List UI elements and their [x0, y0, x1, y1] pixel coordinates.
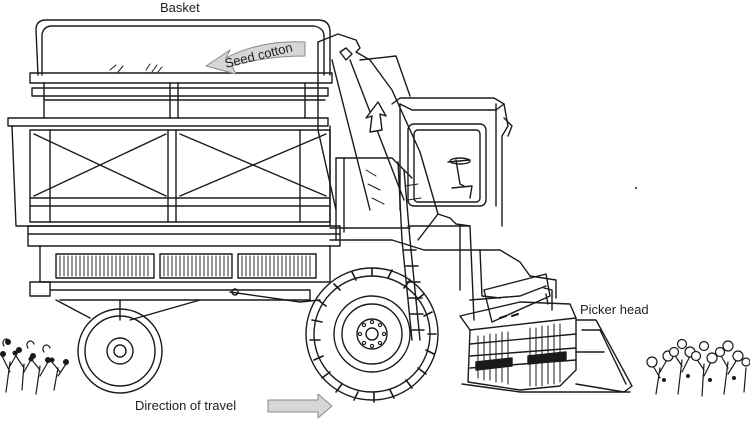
seed-cotton-label: Seed cotton — [223, 40, 294, 71]
basket-label: Basket — [160, 0, 200, 15]
seed-cotton-arrow — [205, 41, 306, 75]
cotton-plants-right — [646, 338, 750, 397]
picker-head — [459, 273, 633, 393]
basket — [7, 19, 333, 227]
chassis — [27, 225, 341, 321]
cab-and-duct — [317, 33, 547, 341]
direction-arrow — [267, 393, 333, 419]
front-wheel — [305, 267, 439, 403]
cotton-plants-left — [0, 338, 69, 395]
direction-of-travel-label: Direction of travel — [135, 398, 237, 413]
rear-wheel — [77, 299, 163, 394]
picker-head-label: Picker head — [580, 302, 649, 317]
